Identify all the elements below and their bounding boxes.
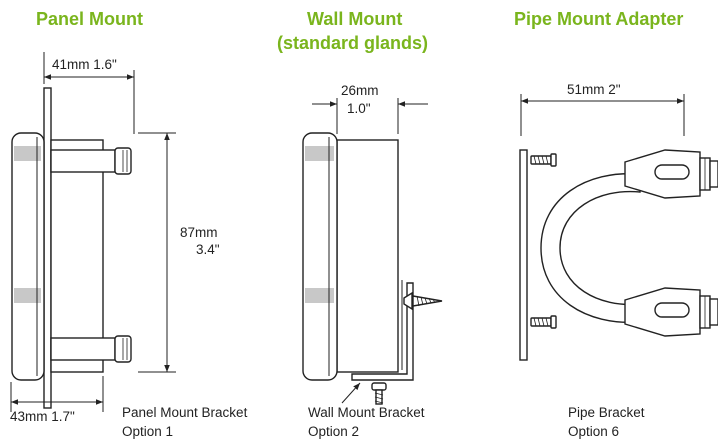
dim-panel-top: 41mm 1.6" [52,57,117,72]
meter-bezel [11,132,45,381]
pipe-screw-top [530,153,557,167]
caption-panel-line1: Panel Mount Bracket [122,405,248,420]
caption-leader [341,382,361,404]
pipe-mount-drawing [519,94,718,361]
dim-pipe-width: 51mm 2" [567,82,621,97]
meter-bezel [302,132,338,381]
bezel-band [305,288,334,303]
pipe-plate [519,149,528,361]
dim-panel-height-mm: 87mm [180,225,218,240]
bracket-bar-bottom [50,337,116,361]
panel-plate [43,87,52,409]
caption-pipe-line2: Option 6 [568,424,620,439]
dim-panel-height-in: 3.4" [196,242,220,257]
wall-screw-head [403,291,413,311]
caption-wall-line2: Option 2 [308,424,360,439]
dim-wall-mm: 26mm [341,83,379,98]
caption-pipe-line1: Pipe Bracket [568,405,645,420]
meter-body [336,139,399,373]
heading-wall-mount: Wall Mount [307,9,403,29]
meter-body [50,139,104,373]
bezel-band [305,146,334,161]
wall-screw [412,295,443,307]
heading-pipe-mount-adapter: Pipe Mount Adapter [514,9,684,29]
bezel-band [14,146,41,161]
bracket-screw-head [371,382,387,391]
dim-panel-bottom: 43mm 1.7" [10,409,75,424]
pipe-screw-bottom [530,315,557,329]
caption-panel-line2: Option 1 [122,424,174,439]
bezel-band [14,288,41,303]
clamp-nut-bottom [699,295,718,329]
heading-wall-mount-glands: (standard glands) [277,33,429,53]
clamp-slot-top [654,164,690,180]
caption-wall-line1: Wall Mount Bracket [308,405,425,420]
heading-panel-mount: Panel Mount [36,9,143,29]
wall-bracket [351,282,414,381]
clamp-nut-top [699,157,718,191]
bracket-bar-top [50,149,116,173]
clamp-slot-bottom [654,302,690,318]
panel-mount-drawing [10,52,176,412]
dim-wall-in: 1.0" [347,101,371,116]
wall-mount-drawing [302,98,443,405]
